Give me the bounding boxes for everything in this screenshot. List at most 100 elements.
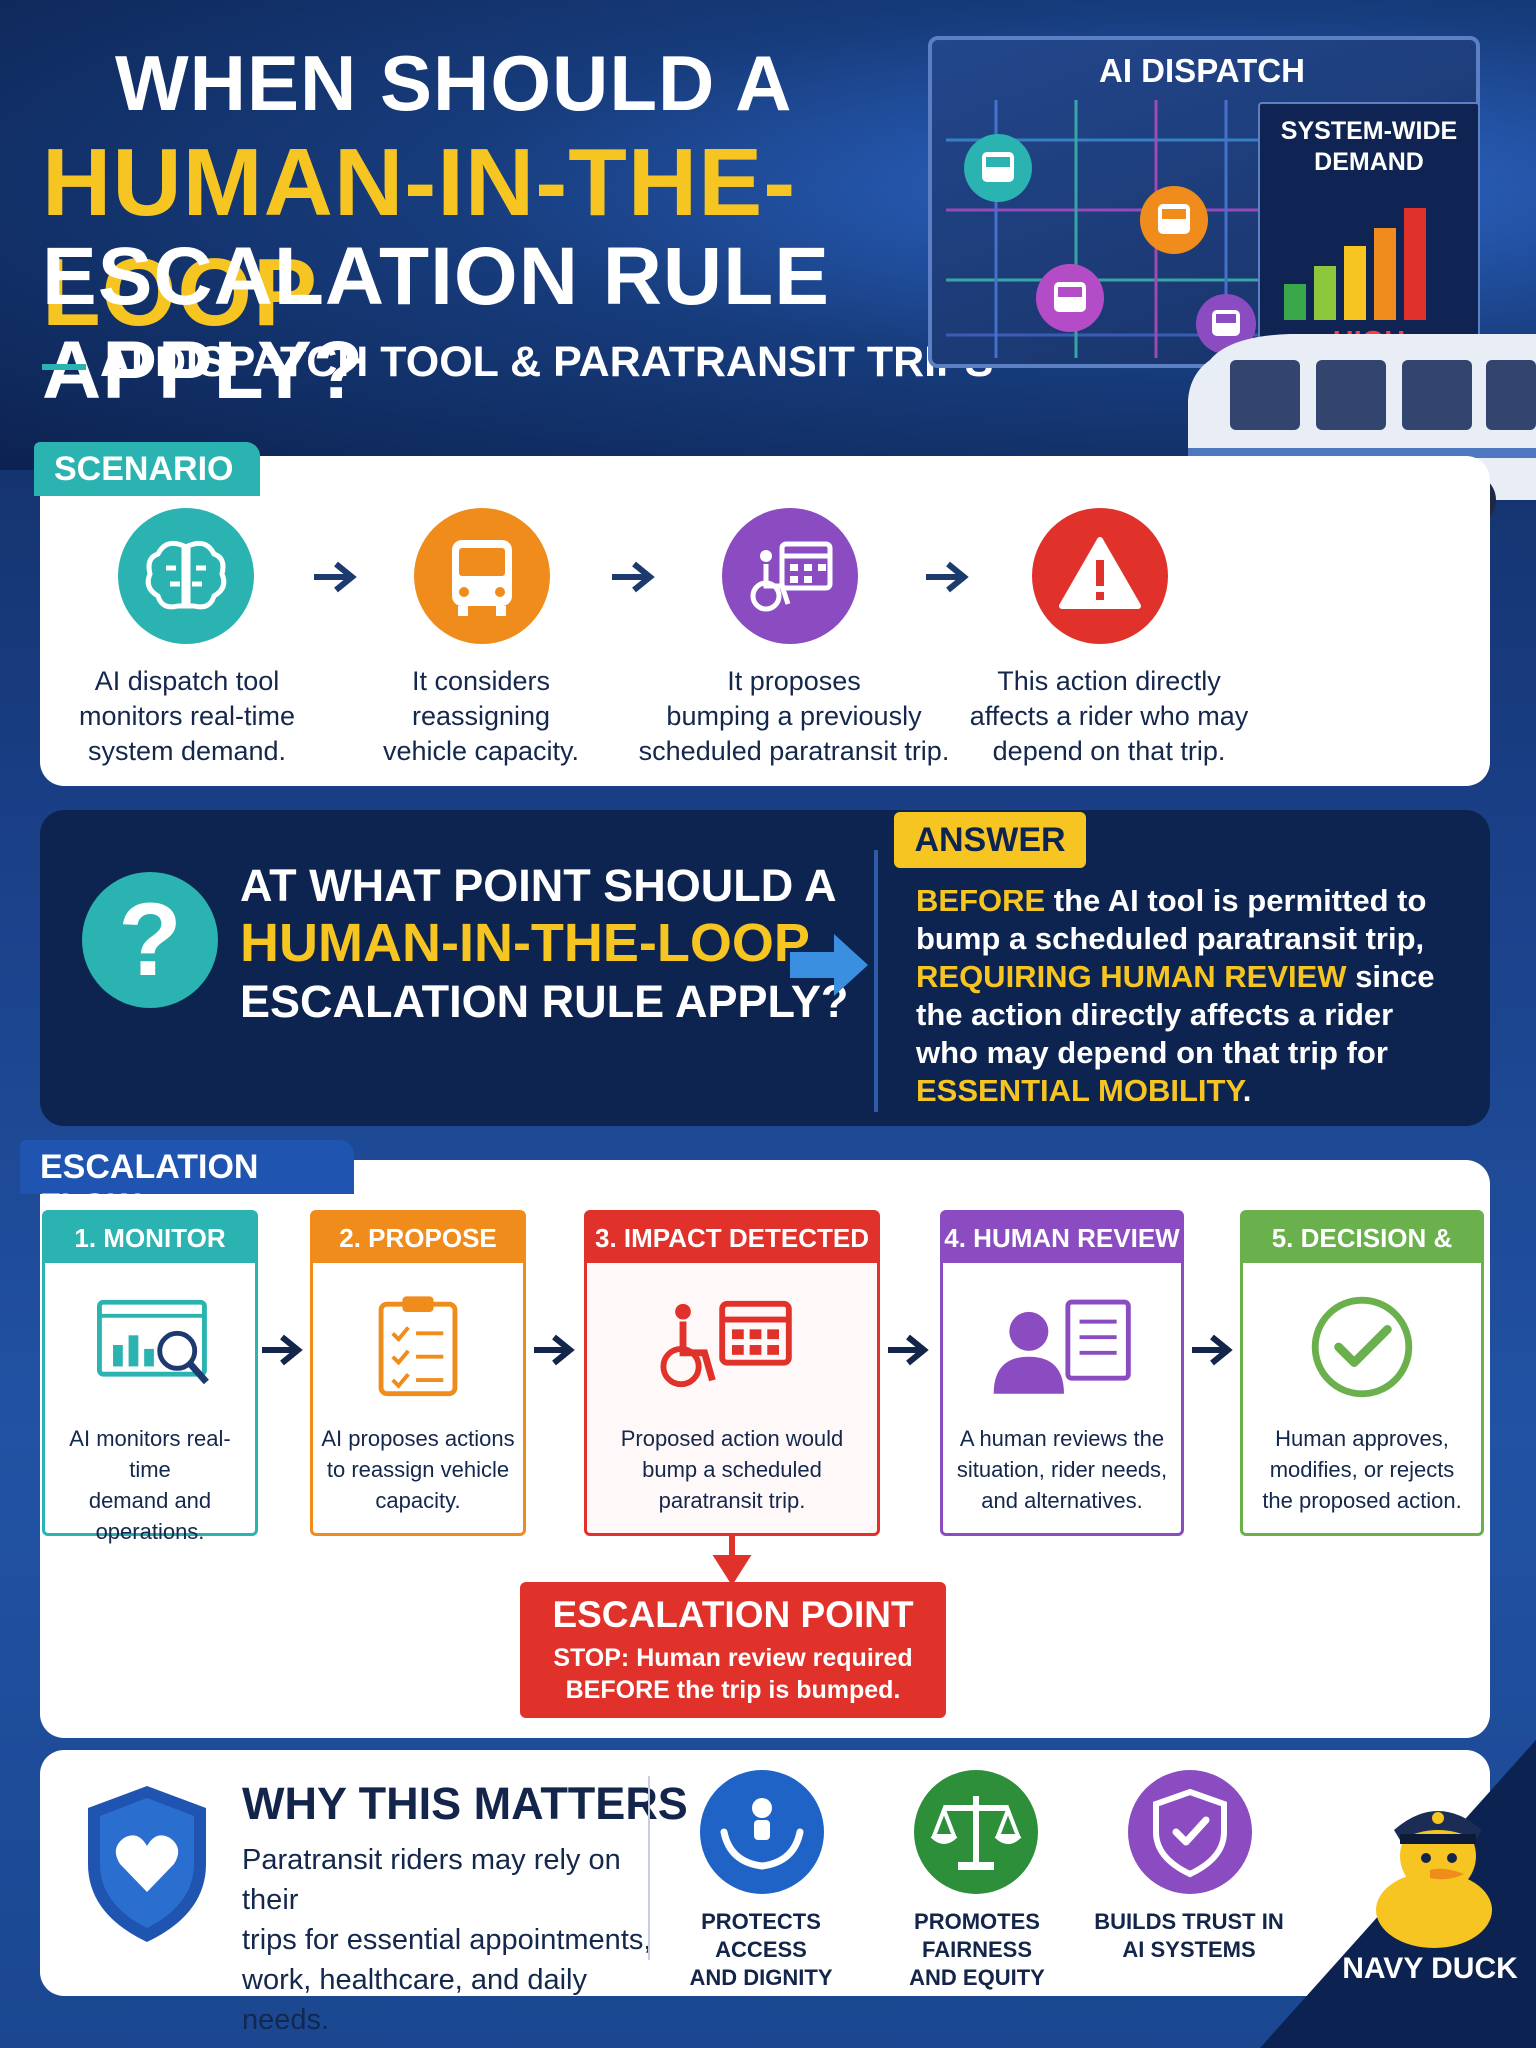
text-line: Proposed action would [620, 1426, 844, 1451]
text-line: AI monitors real-time [69, 1426, 231, 1482]
text-line: the proposed action. [1262, 1488, 1462, 1513]
text-line: bumping a previously [666, 701, 922, 731]
page-title-line-2: HUMAN-IN-THE-LOOP [42, 129, 797, 346]
arrow-right-icon [612, 561, 655, 593]
flow-step-text: A human reviews the situation, rider nee… [951, 1423, 1173, 1516]
navy-duck-logo-icon [1376, 1811, 1492, 1948]
value-trust-label: BUILDS TRUST IN AI SYSTEMS [1084, 1908, 1294, 1964]
question-mark-icon: ? [82, 872, 218, 1008]
text-line: to reassign vehicle [326, 1457, 510, 1482]
text-line: scheduled paratransit trip. [638, 736, 950, 766]
check-circle-icon [1311, 1296, 1413, 1398]
arrow-right-icon [262, 1334, 303, 1366]
value-access-circle [700, 1770, 824, 1894]
demand-title-line-1: SYSTEM-WIDE [1280, 117, 1458, 145]
why-this-matters-text: Paratransit riders may rely on their tri… [242, 1840, 662, 2040]
shield-check-icon [1153, 1788, 1227, 1878]
text-line: Paratransit riders may rely on their [242, 1844, 621, 1916]
answer-line: bump a scheduled paratransit trip, [916, 921, 1425, 956]
answer-highlight: ESSENTIAL MOBILITY [916, 1073, 1243, 1108]
text-line: AI dispatch tool [94, 666, 280, 696]
subtitle-dash [42, 364, 86, 370]
text-line: AI proposes actions [321, 1426, 515, 1451]
escalation-flow-tab: ESCALATION FLOW [20, 1140, 354, 1225]
brand-name: NAVY DUCK [1342, 1952, 1518, 1985]
ai-dispatch-screen: AI DISPATCH [928, 36, 1480, 368]
value-trust-circle [1128, 1770, 1252, 1894]
value-fairness-circle [914, 1770, 1038, 1894]
question-panel [40, 810, 1490, 1126]
answer-divider [874, 850, 878, 1112]
answer-text-span: the AI tool is permitted to [1045, 883, 1427, 918]
brain-icon [145, 540, 227, 610]
escalation-point-text: STOP: Human review required BEFORE the t… [520, 1642, 946, 1706]
demand-title-line-2: DEMAND [1314, 148, 1424, 176]
page-title-line-3: ESCALATION RULE APPLY? [42, 231, 830, 416]
text-line: system demand. [87, 736, 287, 766]
page-subtitle: AI DISPATCH TOOL & PARATRANSIT TRIPS [100, 338, 994, 386]
scenario-step-2-text: It considers reassigning vehicle capacit… [326, 664, 636, 769]
text-line: depend on that trip. [992, 736, 1226, 766]
flow-step-monitor: 1. MONITOR AI monitors real-time demand … [42, 1210, 258, 1544]
text-line: work, healthcare, and daily needs. [242, 1964, 587, 2036]
text-line: STOP: Human review required [553, 1644, 913, 1672]
text-line: BEFORE the trip is bumped. [565, 1676, 901, 1704]
text-line: demand and [88, 1488, 212, 1513]
answer-highlight: REQUIRING HUMAN REVIEW [916, 959, 1347, 994]
text-line: modifies, or rejects [1269, 1457, 1455, 1482]
flow-step-propose: 2. PROPOSE AI proposes actions to reassi… [310, 1210, 526, 1536]
flow-step-decision-act: 5. DECISION & ACT Human approves, modifi… [1240, 1210, 1484, 1536]
dispatch-map [946, 100, 1264, 358]
text-line: PROMOTES FAIRNESS [914, 1909, 1040, 1962]
text-line: paratransit trip. [658, 1488, 806, 1513]
flow-step-label: 3. IMPACT DETECTED [587, 1213, 877, 1263]
text-line: BUILDS TRUST IN [1094, 1909, 1284, 1934]
answer-tab: ANSWER [894, 812, 1086, 868]
flow-step-text: AI monitors real-time demand and operati… [53, 1423, 247, 1547]
bus-marker-icon [1036, 264, 1104, 332]
escalation-point-box: ESCALATION POINT STOP: Human review requ… [520, 1582, 946, 1718]
value-access-label: PROTECTS ACCESS AND DIGNITY [656, 1908, 866, 1992]
answer-highlight: BEFORE [916, 883, 1046, 918]
answer-line: the action directly affects a rider [916, 997, 1394, 1032]
page-title-line-1: WHEN SHOULD A [115, 39, 793, 127]
arrow-right-icon [1192, 1334, 1233, 1366]
text-line: This action directly [997, 666, 1221, 696]
text-line: PROTECTS ACCESS [701, 1909, 821, 1962]
shield-heart-icon [88, 1786, 206, 1942]
escalation-point-title: ESCALATION POINT [552, 1594, 914, 1635]
flow-step-impact-detected: 3. IMPACT DETECTED Proposed action would… [584, 1210, 880, 1536]
bus-marker-icon [1196, 294, 1256, 354]
flow-step-text: Proposed action would bump a scheduled p… [595, 1423, 869, 1516]
text-line: monitors real-time [78, 701, 296, 731]
ai-dispatch-title: AI DISPATCH [1099, 52, 1305, 89]
text-line: Human approves, [1275, 1426, 1449, 1451]
scenario-step-2-circle [414, 508, 550, 644]
wheelchair-calendar-icon [750, 541, 833, 612]
answer-line: who may depend on that trip for [916, 1035, 1388, 1070]
flow-step-label: 1. MONITOR [45, 1213, 255, 1263]
question-line-1: AT WHAT POINT SHOULD A [240, 860, 837, 911]
text-line: It proposes [727, 666, 861, 696]
scenario-step-1-text: AI dispatch tool monitors real-time syst… [32, 664, 342, 769]
text-line: AND EQUITY [909, 1965, 1045, 1990]
scenario-step-3-text: It proposes bumping a previously schedul… [634, 664, 954, 769]
flow-step-label: 5. DECISION & ACT [1243, 1213, 1481, 1303]
flow-step-text: Human approves, modifies, or rejects the… [1251, 1423, 1473, 1516]
answer-text-span: . [1242, 1073, 1252, 1108]
bus-icon [452, 540, 512, 616]
demand-panel: SYSTEM-WIDE DEMAND HIGH [1258, 102, 1480, 366]
flow-step-label: 2. PROPOSE [313, 1213, 523, 1263]
text-line: operations. [95, 1519, 205, 1544]
scales-icon [930, 1796, 1022, 1870]
arrow-right-icon [926, 561, 969, 593]
text-line: situation, rider needs, [956, 1457, 1168, 1482]
text-line: vehicle capacity. [382, 736, 580, 766]
text-line: AI SYSTEMS [1122, 1937, 1256, 1962]
text-line: It considers [411, 666, 551, 696]
flow-step-human-review: 4. HUMAN REVIEW A human reviews the situ… [940, 1210, 1184, 1536]
text-line: trips for essential appointments, [242, 1924, 652, 1956]
warning-icon [1059, 537, 1141, 609]
answer-text-span: since [1346, 959, 1435, 994]
text-line: capacity. [375, 1488, 461, 1513]
